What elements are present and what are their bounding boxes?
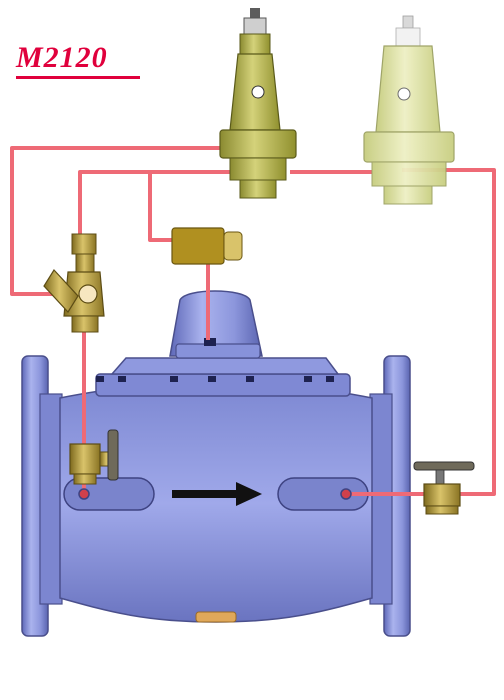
model-label-underline — [16, 76, 140, 79]
model-label: M2120 — [16, 41, 108, 74]
solenoid-icon — [171, 227, 243, 265]
y-strainer-icon — [43, 233, 105, 333]
inlet-port — [78, 488, 90, 500]
pilot-valve-icon — [363, 15, 455, 205]
pilot-valve-icon — [219, 8, 297, 199]
main-valve-icon — [21, 290, 411, 637]
ball-valve-icon — [69, 429, 119, 485]
ball-valve-icon — [413, 461, 475, 515]
right-arrow-icon — [172, 482, 262, 506]
outlet-port — [340, 488, 352, 500]
